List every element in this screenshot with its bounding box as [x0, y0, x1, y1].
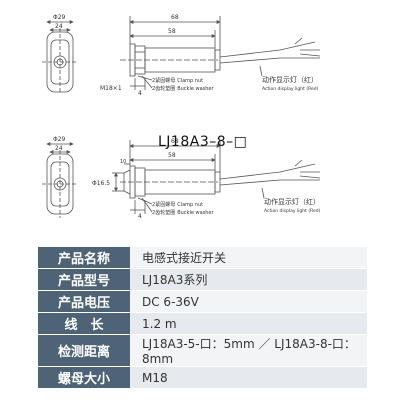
top-face-dim-inner: 24: [55, 23, 63, 30]
top-length-small: 4: [138, 90, 142, 97]
spec-value: M18: [130, 366, 367, 389]
bottom-part1-en: Clamp nut: [177, 202, 203, 208]
spec-label: 产品型号: [38, 268, 130, 291]
spec-label: 产品电压: [38, 290, 130, 313]
top-part2-num: 2: [152, 86, 155, 92]
spec-label: 产品名称: [38, 247, 130, 269]
bottom-length-small: 4: [138, 213, 142, 220]
top-thread-label: M18×1: [100, 85, 122, 92]
bottom-face-dim-inner: 24: [55, 145, 63, 152]
spec-table: 产品名称 电感式接近开关 产品型号 LJ18A3系列 产品电压 DC 6-36V…: [38, 247, 367, 389]
bottom-part2-num: 2: [152, 210, 155, 216]
top-face-dim-outer: Φ29: [53, 14, 66, 21]
bottom-dim-10: 10: [120, 159, 126, 165]
bottom-front-view: [42, 142, 78, 218]
bottom-thread-length: 58: [168, 152, 176, 159]
spec-value: 1.2 m: [130, 312, 367, 335]
top-part2-en: Buckle washer: [177, 86, 214, 92]
model-title: LJ18A3–8–□: [158, 134, 248, 150]
top-part1-cn: 紧固螺母: [155, 77, 175, 84]
bottom-part1-num: 2: [152, 202, 155, 208]
bottom-part2-cn: 齿轮垫圈: [155, 209, 175, 216]
top-side-view: [120, 16, 321, 90]
top-part1-en: Clamp nut: [177, 78, 203, 84]
spec-value: DC 6-36V: [130, 290, 367, 313]
top-led-cn: 动作显示灯（红）: [262, 75, 318, 84]
top-body-length: 68: [171, 14, 179, 21]
top-drawing: [42, 16, 321, 93]
top-part2-cn: 齿轮垫圈: [155, 85, 175, 92]
bottom-drawing: [42, 140, 321, 218]
top-thread-length: 58: [168, 28, 176, 35]
spec-row: 产品名称 电感式接近开关: [38, 247, 367, 269]
bottom-part2-en: Buckle washer: [177, 210, 214, 216]
bottom-diameter-label: Φ16.5: [92, 180, 110, 187]
top-part1-num: 2: [152, 78, 155, 84]
bottom-led-cn: 动作显示灯（红）: [264, 197, 320, 206]
spec-label: 线 长: [38, 312, 130, 335]
bottom-led-en: Action display light (Red): [264, 208, 321, 214]
spec-label: 螺母大小: [38, 366, 130, 389]
top-led-en: Action display light (Red): [262, 86, 319, 92]
bottom-body-length: 68: [171, 138, 179, 145]
bottom-part1-cn: 紧固螺母: [155, 201, 175, 208]
bottom-face-dim-outer: Φ29: [53, 136, 66, 143]
spec-value: LJ18A3-5-口：5mm ／ LJ18A3-8-口：8mm: [130, 334, 367, 367]
spec-row: 线 长 1.2 m: [38, 312, 367, 335]
spec-row: 产品型号 LJ18A3系列: [38, 268, 367, 291]
spec-row: 螺母大小 M18: [38, 366, 367, 389]
spec-label: 检测距离: [38, 334, 130, 367]
bottom-side-view: [112, 140, 321, 214]
spec-row: 检测距离 LJ18A3-5-口：5mm ／ LJ18A3-8-口：8mm: [38, 334, 367, 367]
top-front-view: [42, 20, 78, 93]
spec-value: 电感式接近开关: [130, 247, 367, 269]
spec-value: LJ18A3系列: [130, 268, 367, 291]
spec-row: 产品电压 DC 6-36V: [38, 290, 367, 313]
